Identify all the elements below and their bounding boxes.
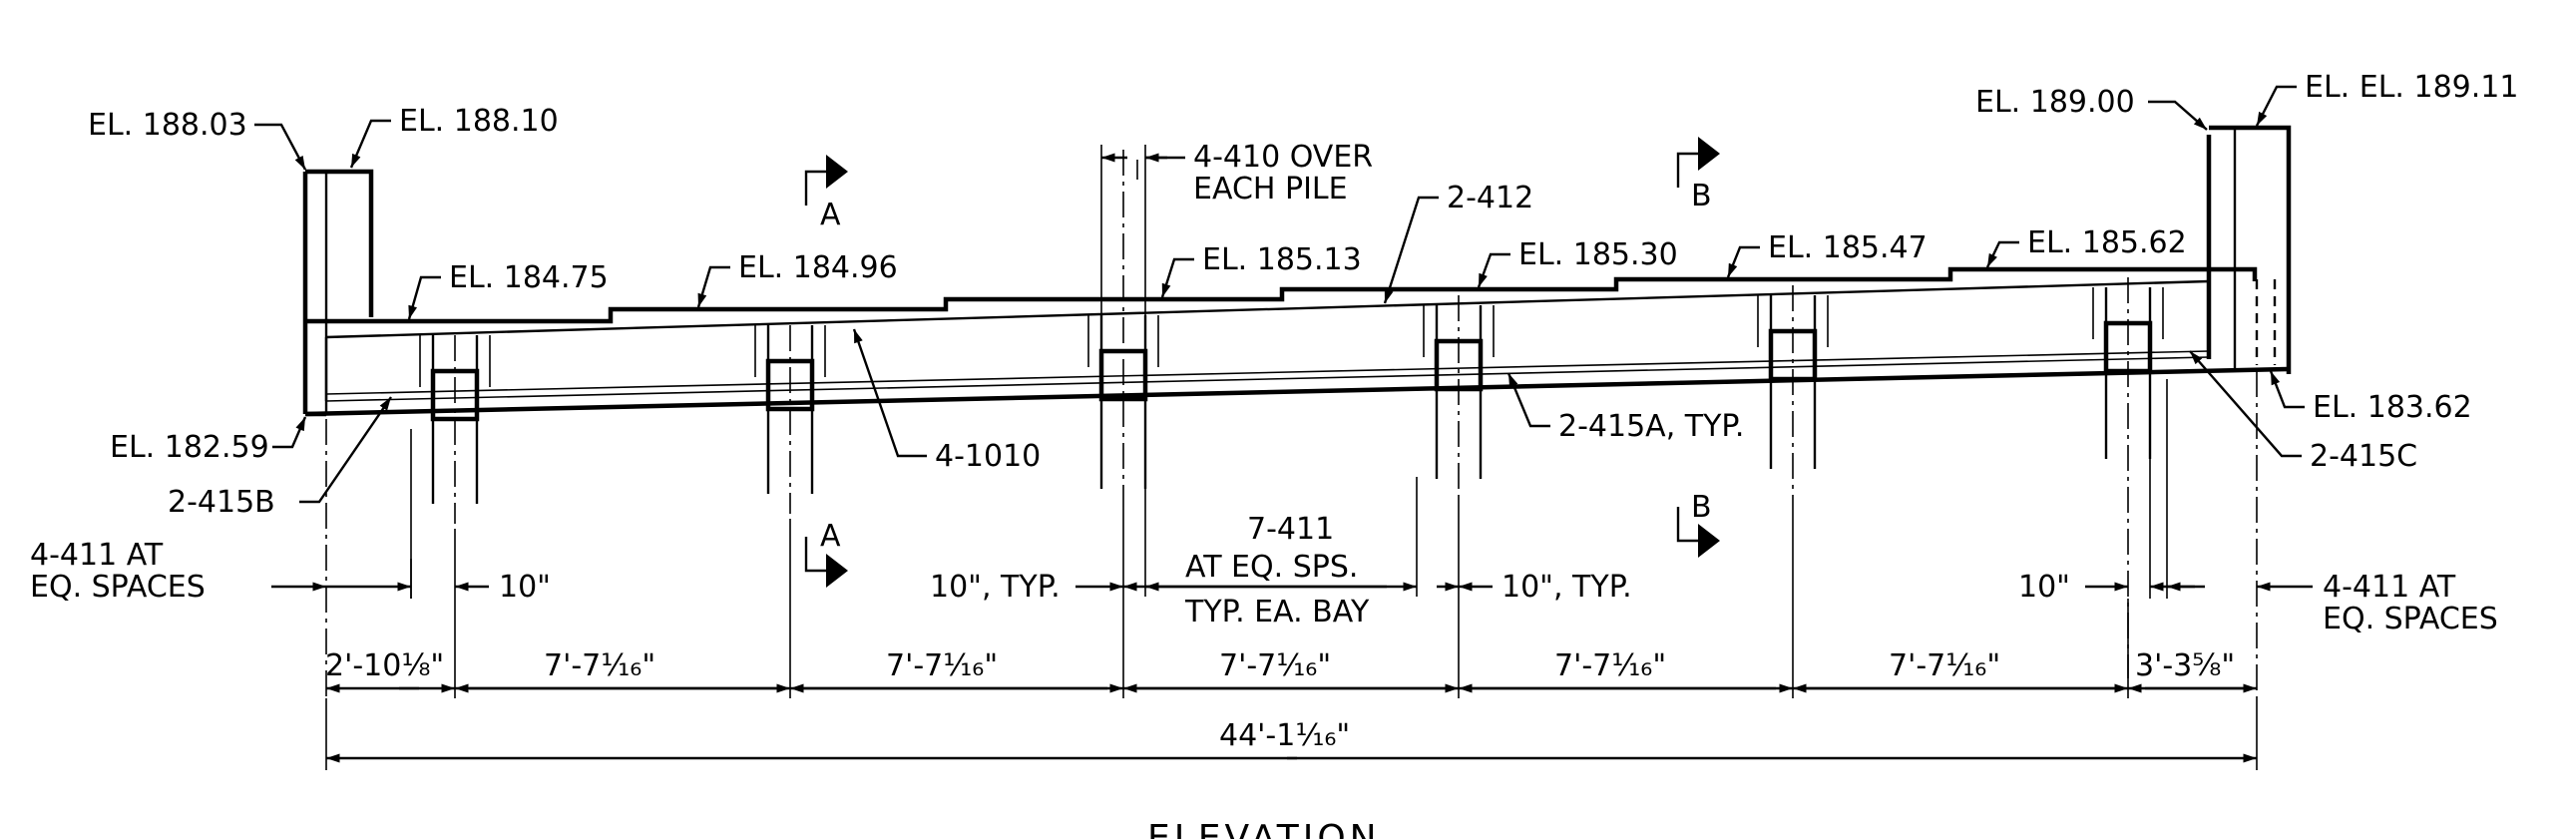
pile-3 [1087,150,1159,509]
section-b-bottom-label: B [1691,490,1712,525]
section-b-bottom-marker [1676,507,1720,558]
span-1: 7'-7¹⁄₁₆" [544,648,655,683]
span-3: 7'-7¹⁄₁₆" [1219,648,1331,683]
el-left-top-inner: EL. 188.10 [399,104,559,139]
span-dimensions: 2'-10⅛" 7'-7¹⁄₁₆" 7'-7¹⁄₁₆" 7'-7¹⁄₁₆" 7'… [325,499,2257,698]
elevation-callouts: EL. 188.03 EL. 188.10 EL. 189.00 EL. EL.… [88,70,2518,465]
ten-in-right: 10" [2018,570,2070,605]
pile-4 [1423,295,1495,499]
el-deck-4: EL. 185.30 [1518,237,1678,272]
section-a-bottom-marker [804,537,848,588]
b411-mid-line2: AT EQ. SPS. [1185,550,1358,585]
piles [325,150,2258,698]
b411-right-line2: EQ. SPACES [2323,602,2498,636]
pile-5 [1757,285,1829,519]
ten-in-left: 10" [499,570,551,605]
el-deck-3: EL. 185.13 [1202,242,1362,277]
pile-2 [754,325,826,514]
el-bottom-right: EL. 183.62 [2313,390,2472,425]
el-deck-5: EL. 185.47 [1768,230,1928,265]
el-bottom-left: EL. 182.59 [110,430,269,465]
b411-left-line1: 4-411 AT [30,538,164,573]
b411-mid-line1: 7-411 [1247,512,1334,547]
span-5: 7'-7¹⁄₁₆" [1889,648,2000,683]
el-deck-1: EL. 184.75 [449,260,609,295]
bar-415a: 2-415A, TYP. [1558,409,1744,444]
bar-callouts: 4-410 OVER EACH PILE 2-412 4-1010 2-415A… [168,140,2417,520]
section-a-bottom-label: A [820,519,841,554]
b411-left-line2: EQ. SPACES [30,570,206,605]
span-end-right: 3'-3⅝" [2135,648,2235,683]
section-b-top-marker [1676,137,1720,188]
bar-415b: 2-415B [168,485,275,520]
bar-410-line2: EACH PILE [1193,172,1348,207]
b411-mid-line3: TYP. EA. BAY [1184,595,1370,629]
section-b-top-label: B [1691,179,1712,213]
span-4: 7'-7¹⁄₁₆" [1554,648,1666,683]
el-right-top-outer: EL. 189.00 [1975,85,2135,120]
section-a-top-label: A [820,198,841,232]
pile-1 [419,335,491,524]
drawing-title: ELEVATION [1147,818,1381,839]
bar-1010: 4-1010 [935,439,1041,474]
bar-410-line1: 4-410 OVER [1193,140,1373,175]
overall-length: 44'-1¹⁄₁₆" [1219,718,1350,753]
section-markers: A A B B [804,137,1720,588]
ten-in-typ-left: 10", TYP. [930,570,1061,605]
pier-cap-structure [302,125,2292,417]
el-left-top-outer: EL. 188.03 [88,108,247,143]
span-end-left: 2'-10⅛" [325,648,444,683]
el-deck-2: EL. 184.96 [738,250,898,285]
overall-dimension: 44'-1¹⁄₁₆" [325,698,2258,770]
el-deck-6: EL. 185.62 [2027,225,2187,260]
b411-right-line1: 4-411 AT [2323,570,2456,605]
ten-in-typ-right: 10", TYP. [1502,570,1632,605]
bar-415c: 2-415C [2310,439,2417,474]
pile-6 [2092,277,2164,678]
rebar-spacing-dimensions: 4-411 AT EQ. SPACES 10" 10", TYP. 7-411 … [30,459,2498,636]
el-right-top-inner: EL. EL. 189.11 [2305,70,2518,105]
section-a-top-marker [804,155,848,206]
bar-412: 2-412 [1447,181,1533,215]
span-2: 7'-7¹⁄₁₆" [886,648,998,683]
